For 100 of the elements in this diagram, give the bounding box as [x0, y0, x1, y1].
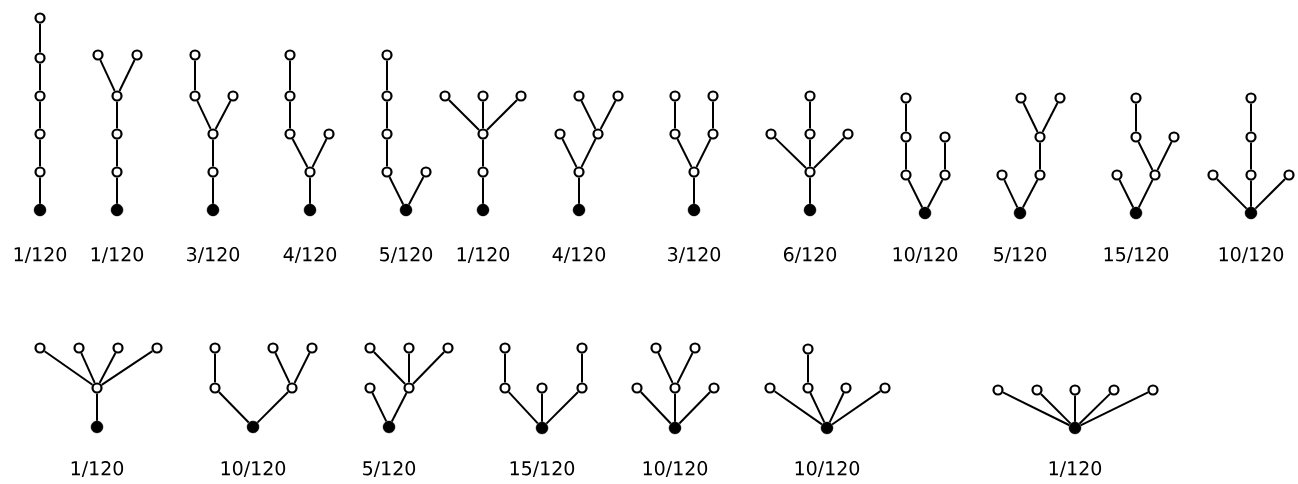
- tree-edge: [674, 100, 676, 130]
- tree-edge: [678, 391, 712, 425]
- tree-edge: [809, 176, 811, 205]
- tree-edge: [293, 352, 311, 384]
- tree-edge: [194, 59, 196, 92]
- fraction-label: 15/120: [1104, 247, 1169, 263]
- tree-edge: [482, 100, 484, 130]
- tree-edge: [116, 100, 118, 130]
- tree-edge: [676, 352, 694, 384]
- tree-edge: [1254, 177, 1287, 210]
- tree-edge: [309, 176, 311, 205]
- tree-edge: [43, 350, 94, 386]
- tree-edge: [1250, 179, 1252, 208]
- tree-edge: [212, 176, 214, 205]
- tree-edge: [311, 138, 328, 168]
- fraction-label: 10/120: [795, 461, 860, 477]
- fraction-label: 1/120: [14, 247, 67, 263]
- tree-edge: [482, 138, 484, 168]
- tree-edge: [386, 59, 388, 92]
- tree-edge: [599, 99, 617, 131]
- tree-edge: [39, 22, 41, 54]
- tree-edge: [1135, 102, 1137, 133]
- tree-edge: [831, 390, 882, 426]
- tree-edge: [907, 179, 924, 209]
- tree-edge: [809, 100, 811, 130]
- tree-edge: [291, 137, 309, 169]
- tree-edge: [807, 353, 809, 384]
- tree-edge: [1078, 392, 1111, 425]
- tree-edge: [289, 100, 291, 130]
- fraction-label: 4/120: [552, 247, 606, 263]
- tree-edge: [1022, 102, 1039, 133]
- tree-edge: [944, 141, 946, 171]
- tree-edge: [99, 59, 116, 92]
- fraction-label: 15/120: [510, 461, 575, 477]
- tree-edge: [407, 175, 425, 206]
- tree-edge: [39, 176, 41, 205]
- tree-edge: [256, 390, 290, 424]
- tree-edge: [676, 138, 693, 168]
- fraction-label: 10/120: [1219, 247, 1284, 263]
- tree-edge: [96, 392, 98, 422]
- tree-edge: [828, 392, 845, 424]
- tree-edge: [639, 391, 672, 425]
- fraction-label: 5/120: [380, 247, 433, 263]
- fraction-label: 6/120: [783, 247, 837, 263]
- fraction-label: 3/120: [668, 247, 721, 263]
- tree-edge: [98, 351, 117, 385]
- tree-edge: [580, 138, 597, 168]
- tree-edge: [289, 59, 291, 92]
- tree-edge: [39, 62, 41, 92]
- tree-edge: [1156, 141, 1173, 171]
- tree-edge: [581, 352, 583, 384]
- fraction-label: 1/120: [71, 461, 124, 477]
- tree-edge: [812, 136, 846, 170]
- tree-edge: [116, 138, 118, 168]
- tree-edge: [1137, 179, 1154, 209]
- tree-edge: [482, 176, 484, 205]
- tree-edge: [39, 138, 41, 168]
- tree-edge: [1250, 141, 1252, 171]
- tree-edge: [1003, 179, 1019, 209]
- tree-edge: [578, 176, 580, 205]
- tree-edge: [809, 138, 811, 168]
- fraction-label: 5/120: [363, 461, 416, 477]
- tree-edge: [905, 102, 907, 133]
- tree-edge: [485, 98, 519, 132]
- tree-edge: [1039, 141, 1041, 171]
- tree-edge: [390, 392, 408, 423]
- tree-edge: [386, 100, 388, 130]
- tree-edge: [217, 391, 250, 424]
- tree-edge: [116, 176, 118, 205]
- fraction-label: 5/120: [994, 247, 1047, 263]
- fraction-label: 3/120: [187, 247, 240, 263]
- tree-edge: [1021, 178, 1039, 209]
- tree-edge: [926, 178, 944, 209]
- fraction-label: 1/120: [457, 247, 510, 263]
- tree-edge: [774, 136, 807, 170]
- tree-edge: [809, 392, 826, 424]
- fraction-label: 10/120: [893, 247, 958, 263]
- tree-edge: [1039, 392, 1072, 425]
- tree-edge: [80, 352, 96, 384]
- fraction-label: 1/120: [91, 247, 144, 263]
- tree-edge: [674, 392, 676, 423]
- tree-edge: [507, 391, 539, 425]
- tree-edge: [386, 138, 388, 168]
- fraction-label: 1/120: [1049, 461, 1102, 477]
- tree-edge: [411, 351, 446, 385]
- tree-edge: [39, 100, 41, 130]
- tree-edge: [371, 392, 388, 423]
- tree-edge: [561, 138, 578, 168]
- tree-edge: [1002, 391, 1071, 427]
- tree-edge: [905, 141, 907, 171]
- tree-edge: [773, 390, 823, 426]
- fraction-label: 10/120: [643, 461, 708, 477]
- tree-edge: [712, 100, 714, 130]
- tree-edge: [447, 98, 481, 132]
- tree-edge: [214, 352, 216, 384]
- tree-edge: [545, 390, 580, 425]
- tree-edge: [1079, 391, 1149, 427]
- tree-edge: [541, 392, 543, 423]
- tree-edge: [100, 350, 154, 386]
- tree-edge: [196, 100, 212, 130]
